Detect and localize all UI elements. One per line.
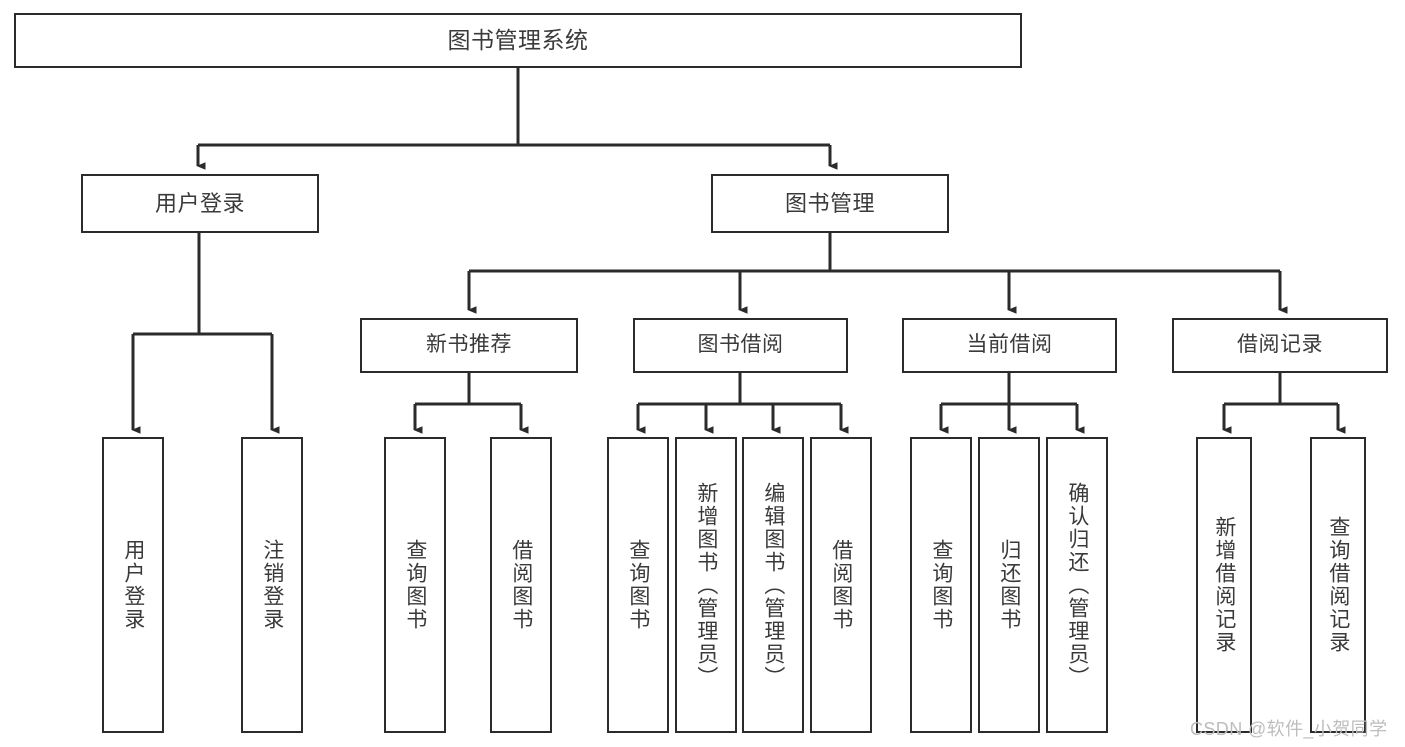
- node-book-borrow[interactable]: 图书借阅: [633, 318, 848, 373]
- node-label: 新书推荐: [426, 333, 512, 357]
- node-label: 查询借阅记录: [1326, 516, 1350, 654]
- node-label: 查询图书: [929, 539, 953, 631]
- node-user-login[interactable]: 用户登录: [81, 174, 319, 233]
- node-label: 借阅记录: [1237, 333, 1323, 357]
- leaf-user-login-login[interactable]: 用户登录: [102, 437, 164, 733]
- node-current-borrow[interactable]: 当前借阅: [902, 318, 1117, 373]
- node-label: 确认归还（管理员）: [1065, 481, 1089, 689]
- leaf-current-borrow-return[interactable]: 归还图书: [978, 437, 1040, 733]
- leaf-book-borrow-add[interactable]: 新增图书（管理员）: [675, 437, 737, 733]
- node-label: 编辑图书（管理员）: [761, 481, 785, 689]
- leaf-current-borrow-query[interactable]: 查询图书: [910, 437, 972, 733]
- leaf-user-login-logout[interactable]: 注销登录: [241, 437, 303, 733]
- node-borrow-record[interactable]: 借阅记录: [1172, 318, 1388, 373]
- node-label: 查询图书: [403, 539, 427, 631]
- node-label: 借阅图书: [829, 539, 853, 631]
- node-label: 借阅图书: [509, 539, 533, 631]
- node-label: 用户登录: [154, 190, 245, 216]
- node-label: 新增借阅记录: [1212, 516, 1236, 654]
- node-label: 图书借阅: [697, 333, 784, 357]
- watermark-text: CSDN @软件_小贺同学: [1190, 719, 1388, 739]
- node-root-system[interactable]: 图书管理系统: [14, 13, 1022, 68]
- node-book-manage[interactable]: 图书管理: [711, 174, 949, 233]
- node-label: 图书管理: [784, 190, 875, 216]
- leaf-book-borrow-edit[interactable]: 编辑图书（管理员）: [742, 437, 804, 733]
- leaf-book-borrow-query[interactable]: 查询图书: [607, 437, 669, 733]
- leaf-new-book-borrow[interactable]: 借阅图书: [490, 437, 552, 733]
- node-label: 用户登录: [121, 539, 145, 631]
- node-label: 图书管理系统: [447, 26, 589, 53]
- node-label: 当前借阅: [966, 333, 1053, 357]
- leaf-borrow-record-add[interactable]: 新增借阅记录: [1196, 437, 1252, 733]
- node-label: 查询图书: [626, 539, 650, 631]
- node-new-book-recommend[interactable]: 新书推荐: [360, 318, 578, 373]
- leaf-new-book-query[interactable]: 查询图书: [384, 437, 446, 733]
- node-label: 归还图书: [997, 539, 1021, 631]
- leaf-current-borrow-confirm-return[interactable]: 确认归还（管理员）: [1046, 437, 1108, 733]
- node-label: 注销登录: [260, 539, 284, 631]
- leaf-borrow-record-query[interactable]: 查询借阅记录: [1310, 437, 1366, 733]
- leaf-book-borrow-borrow[interactable]: 借阅图书: [810, 437, 872, 733]
- node-label: 新增图书（管理员）: [694, 481, 718, 689]
